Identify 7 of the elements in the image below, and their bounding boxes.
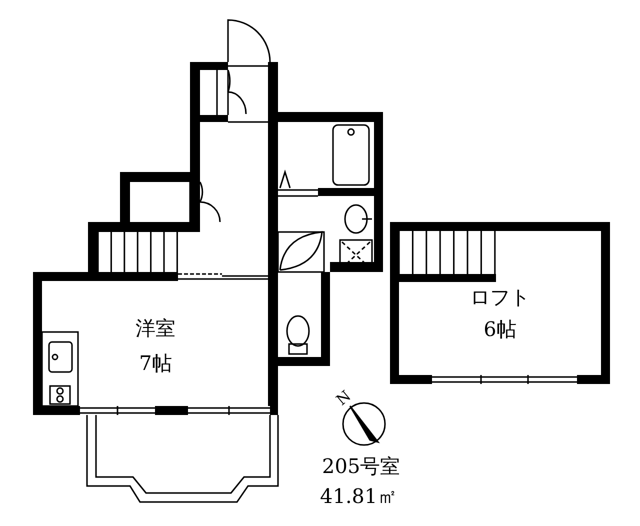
room-number: 205号室 <box>322 454 400 478</box>
room-size: 6帖 <box>484 317 516 341</box>
floor-area: 41.81㎡ <box>320 484 398 508</box>
room-name: ロフト <box>470 285 530 309</box>
room-size: 7帖 <box>139 351 172 375</box>
room-name: 洋室 <box>136 316 176 340</box>
north-label: N <box>332 386 356 412</box>
